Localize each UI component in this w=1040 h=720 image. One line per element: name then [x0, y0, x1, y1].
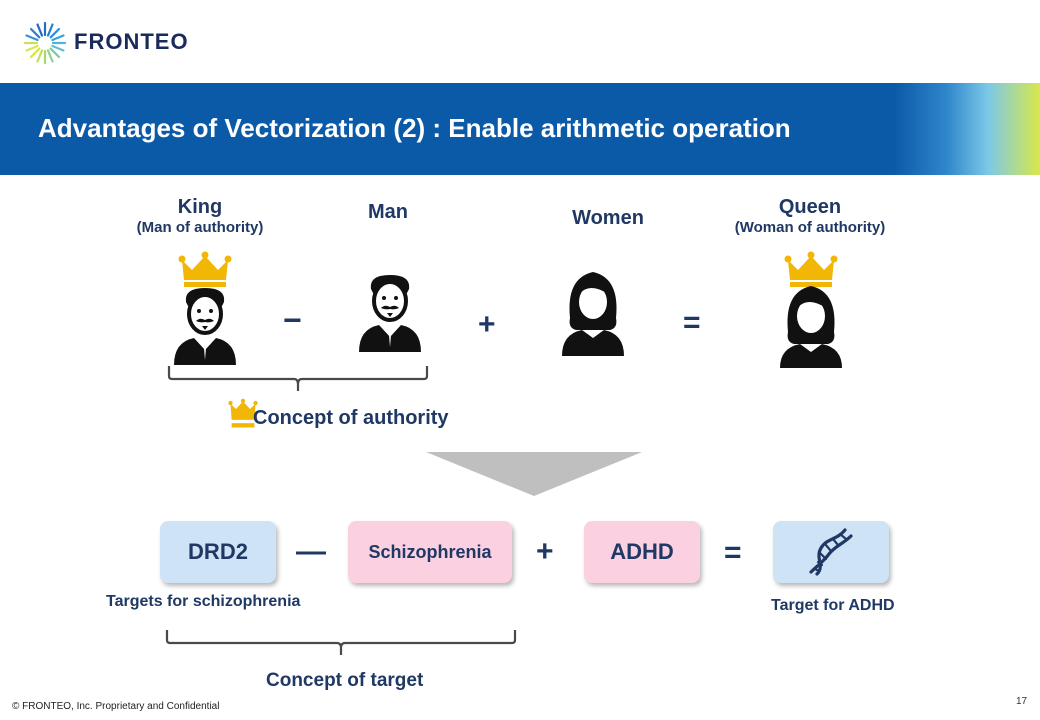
authority-bracket: [167, 366, 429, 391]
queen-label: Queen: [778, 196, 842, 218]
adhd-box: ADHD: [584, 521, 700, 583]
page-title: Advantages of Vectorization (2) : Enable…: [38, 113, 791, 143]
concept-target-label: Concept of target: [266, 670, 424, 691]
king-label: King: [177, 196, 223, 218]
schizophrenia-box: Schizophrenia: [348, 521, 512, 583]
drd2-box: DRD2: [160, 521, 276, 583]
down-arrow-icon: [426, 452, 642, 496]
adhd-label: ADHD: [610, 539, 674, 564]
top-plus: +: [478, 308, 496, 341]
dna-icon: [809, 528, 853, 576]
page-number: 17: [1016, 696, 1028, 707]
target-bracket: [165, 630, 517, 655]
dna-box: [773, 521, 889, 583]
logo-text: FRONTEO: [74, 29, 189, 54]
queen-label-group: Queen (Woman of authority): [710, 196, 910, 236]
drd2-label: DRD2: [188, 539, 248, 564]
crown-icon: [784, 251, 838, 287]
king-sublabel: (Man of authority): [136, 219, 264, 236]
schizophrenia-label: Schizophrenia: [368, 541, 492, 562]
man-icon: [359, 275, 421, 352]
king-label-group: King (Man of authority): [110, 196, 290, 236]
top-minus: −: [283, 302, 302, 338]
crown-icon: [228, 398, 258, 428]
title-band: [0, 83, 1040, 175]
man-label: Man: [368, 201, 408, 223]
queen-sublabel: (Woman of authority): [734, 219, 886, 236]
woman-icon: [562, 272, 624, 356]
women-label: Women: [572, 207, 644, 229]
bottom-plus: +: [536, 535, 554, 568]
king-icon: [174, 251, 236, 365]
top-equals: =: [683, 306, 701, 339]
fronteo-logo: FRONTEO: [22, 20, 212, 65]
concept-authority-label: Concept of authority: [253, 407, 449, 429]
crown-icon: [178, 251, 232, 287]
targets-schizophrenia-note: Targets for schizophrenia: [106, 593, 301, 610]
fronteo-logo-icon: [23, 21, 67, 65]
footer-copyright: © FRONTEO, Inc. Proprietary and Confiden…: [12, 701, 220, 712]
bottom-equals: =: [724, 536, 742, 569]
bottom-minus: —: [296, 535, 326, 568]
queen-icon: [780, 251, 842, 368]
target-adhd-note: Target for ADHD: [771, 597, 895, 614]
